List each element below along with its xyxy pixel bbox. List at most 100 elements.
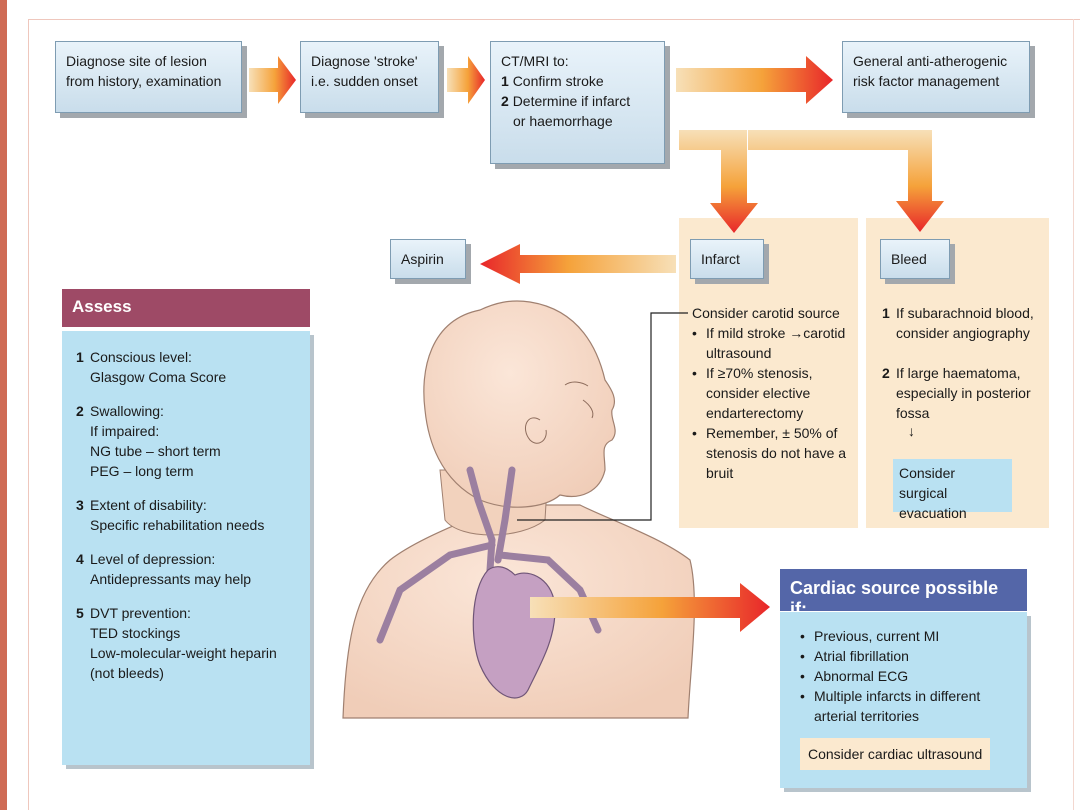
bleed-down-arrow: ↓ <box>908 423 915 439</box>
assess-item-5-number: 5 <box>76 605 84 621</box>
risk-management-line2: risk factor management <box>853 73 1000 89</box>
cardiac-bullet-1-text: Previous, current MI <box>814 628 940 644</box>
surgical-evacuation-box: Consider surgical evacuation <box>893 459 1012 521</box>
infarct-lead: Consider carotid source <box>692 305 840 321</box>
assess-header: Assess <box>62 289 310 327</box>
infarct-bullet-2-line3: endarterectomy <box>706 405 804 421</box>
cardiac-bullet-3-text: Abnormal ECG <box>814 668 909 684</box>
diagnose-stroke-line2: i.e. sudden onset <box>311 73 418 89</box>
assess-item-5-line4: (not bleeds) <box>90 665 164 681</box>
assess-item-4: 4 Level of depression: Antidepressants ma… <box>76 549 296 589</box>
assess-item-3-line1: Extent of disability: <box>90 497 207 513</box>
risk-management-line1: General anti-atherogenic <box>853 53 1008 69</box>
cardiac-header: Cardiac source possible if: <box>780 569 1027 619</box>
surgical-evacuation-line2: evacuation <box>899 505 967 521</box>
assess-item-4-line1: Level of depression: <box>90 551 216 567</box>
arrow-stroke-to-ct <box>447 56 485 104</box>
bleed-item1-line2: consider angiography <box>896 325 1030 341</box>
aspirin-label: Aspirin <box>401 251 444 267</box>
assess-item-3-line2: Specific rehabilitation needs <box>90 517 265 533</box>
diagnose-lesion-line2: from history, examination <box>66 73 222 89</box>
cardiac-bullet-4-line2: arterial territories <box>814 708 920 724</box>
assess-item-1-line1: Conscious level: <box>90 349 192 365</box>
assess-item-2-line3: NG tube – short term <box>90 443 221 459</box>
risk-management-box: General anti-atherogenic risk factor man… <box>842 41 1030 113</box>
assess-title: Assess <box>72 297 132 316</box>
frame-top-line <box>28 19 1080 20</box>
infarct-bullet-3-line3: bruit <box>706 465 734 481</box>
assess-item-2-line1: Swallowing: <box>90 403 164 419</box>
infarct-box: Infarct <box>690 239 764 279</box>
cardiac-bullet-2: •Atrial fibrillation <box>800 648 909 664</box>
cardiac-bullet-4-line1: Multiple infarcts in different <box>814 688 981 704</box>
ct-item2-text-b: or haemorrhage <box>513 113 613 129</box>
ct-item2-text-a: Determine if infarct <box>512 93 631 109</box>
aspirin-box: Aspirin <box>390 239 466 279</box>
infarct-bullet-2-line1: If ≥70% stenosis, <box>706 365 813 381</box>
cardiac-panel: •Previous, current MI •Atrial fibrillati… <box>780 612 1027 788</box>
infarct-details: Consider carotid source • If mild stroke… <box>692 303 857 483</box>
assess-item-5-line3: Low-molecular-weight heparin <box>90 645 277 661</box>
arrow-ct-to-bleed <box>748 130 944 232</box>
bleed-box: Bleed <box>880 239 950 279</box>
frame-right-line <box>1073 19 1074 810</box>
bleed-item2-line2: especially in posterior <box>896 385 1031 401</box>
cardiac-bullet-3: •Abnormal ECG <box>800 668 909 684</box>
bleed-item2-line1: If large haematoma, <box>896 365 1021 381</box>
bleed-item1-line1: If subarachnoid blood, <box>896 305 1034 321</box>
carotid-connector-line <box>517 312 688 521</box>
bleed-item2-number: 2 <box>882 365 890 381</box>
assess-panel: 1 Conscious level: Glasgow Coma Score 2 S… <box>62 331 310 765</box>
assess-item-4-line2: Antidepressants may help <box>90 571 252 587</box>
infarct-label: Infarct <box>701 251 740 267</box>
ct-item2-number: 2 <box>501 93 509 109</box>
assess-item-2-line4: PEG – long term <box>90 463 194 479</box>
ct-item1-number: 1 <box>501 73 509 89</box>
assess-item-5-line1: DVT prevention: <box>90 605 191 621</box>
bleed-item1-number: 1 <box>882 305 890 321</box>
ct-mri-box: CT/MRI to: 1 Confirm stroke 2 Determine … <box>490 41 665 164</box>
bleed-item2-line3: fossa <box>896 405 930 421</box>
ct-mri-title: CT/MRI to: <box>501 53 569 69</box>
assess-item-2: 2 Swallowing: If impaired: NG tube – short… <box>76 401 296 481</box>
arrow-lesion-to-stroke <box>249 56 296 104</box>
assess-item-3-number: 3 <box>76 497 84 513</box>
frame-left-line <box>28 19 29 810</box>
arteries-illustration <box>376 466 602 644</box>
assess-item-2-number: 2 <box>76 403 84 419</box>
diagnose-stroke-line1: Diagnose 'stroke' <box>311 53 418 69</box>
surgical-evacuation-line1: Consider surgical <box>899 465 956 501</box>
arrow-ct-to-risk <box>676 56 833 104</box>
infarct-bullet-1-line1: If mild stroke →carotid <box>706 325 846 341</box>
diagnose-lesion-line1: Diagnose site of lesion <box>66 53 207 69</box>
left-edge-bar <box>0 0 7 810</box>
infarct-bullet-3-line1: Remember, ± 50% of <box>706 425 838 441</box>
arrow-infarct-to-aspirin <box>480 244 676 284</box>
assess-item-1-line2: Glasgow Coma Score <box>90 369 227 385</box>
assess-item-1: 1 Conscious level: Glasgow Coma Score <box>76 347 296 387</box>
bleed-label: Bleed <box>891 251 927 267</box>
infarct-bullet-2-line2: consider elective <box>706 385 811 401</box>
assess-item-2-line2: If impaired: <box>90 423 160 439</box>
arrow-heart-to-cardiac <box>530 583 770 632</box>
infarct-bullet-3-line2: stenosis do not have a <box>706 445 847 461</box>
cardiac-bullet-1: •Previous, current MI <box>800 628 940 644</box>
assess-item-3: 3 Extent of disability: Specific rehabili… <box>76 495 296 535</box>
assess-item-5-line2: TED stockings <box>90 625 181 641</box>
assess-item-4-number: 4 <box>76 551 84 567</box>
diagnose-stroke-box: Diagnose 'stroke' i.e. sudden onset <box>300 41 439 113</box>
bleed-details: 1 If subarachnoid blood, consider angiogra… <box>882 303 1047 439</box>
diagnose-lesion-box: Diagnose site of lesion from history, ex… <box>55 41 242 113</box>
cardiac-ultrasound-note: Consider cardiac ultrasound <box>800 738 991 770</box>
assess-item-1-number: 1 <box>76 349 84 365</box>
cardiac-bullet-2-text: Atrial fibrillation <box>814 648 909 664</box>
arrow-ct-to-infarct <box>679 130 758 233</box>
ct-item1-text: Confirm stroke <box>512 73 604 89</box>
infarct-bullet-1-line2: ultrasound <box>706 345 772 361</box>
